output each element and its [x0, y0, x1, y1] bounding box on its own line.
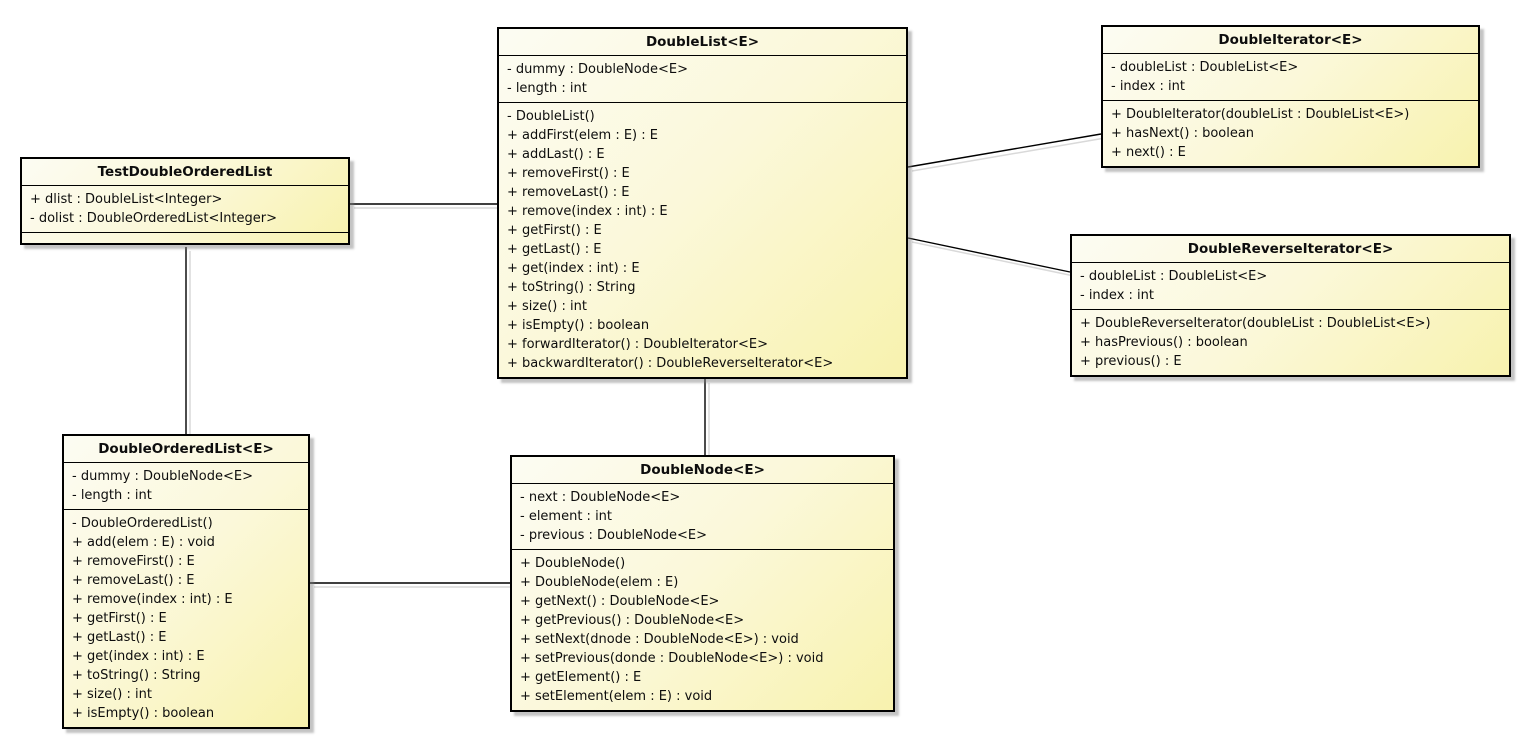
attributes-compartment: - next : DoubleNode<E> - element : int - p… [512, 483, 893, 549]
attributes-compartment: - doubleList : DoubleList<E> - index : in… [1072, 262, 1509, 309]
attribute-row: - doubleList : DoubleList<E> [1111, 60, 1299, 75]
method-row: + DoubleIterator(doubleList : DoubleList… [1111, 107, 1410, 122]
attributes-compartment: - dummy : DoubleNode<E> - length : int [64, 462, 308, 509]
method-row: + backwardIterator() : DoubleReverseIter… [507, 356, 834, 371]
class-title: DoubleNode<E> [640, 462, 765, 478]
class-doublereverseiterator[interactable]: DoubleReverseIterator<E> - doubleList : … [1070, 234, 1511, 377]
method-row: + get(index : int) : E [72, 649, 205, 664]
method-row: + getElement() : E [520, 670, 642, 685]
method-row: + next() : E [1111, 145, 1186, 160]
methods-compartment: + DoubleIterator(doubleList : DoubleList… [1103, 100, 1478, 166]
attribute-row: - index : int [1111, 79, 1185, 94]
method-row: + setElement(elem : E) : void [520, 689, 713, 704]
method-row: + DoubleReverseIterator(doubleList : Dou… [1080, 316, 1431, 331]
class-testdoubleorderedlist[interactable]: TestDoubleOrderedList + dlist : DoubleLi… [20, 157, 350, 245]
attribute-row: + dlist : DoubleList<Integer> [30, 192, 223, 207]
method-row: + size() : int [72, 687, 152, 702]
method-row: + getLast() : E [507, 242, 602, 257]
class-title: DoubleList<E> [645, 34, 760, 50]
attribute-row: - length : int [507, 81, 587, 96]
attribute-row: - previous : DoubleNode<E> [520, 528, 708, 543]
class-title: DoubleIterator<E> [1218, 32, 1363, 48]
method-row: + getFirst() : E [507, 223, 602, 238]
method-row: + add(elem : E) : void [72, 535, 215, 550]
method-row: - DoubleList() [507, 109, 595, 124]
method-row: - DoubleOrderedList() [72, 516, 213, 531]
methods-compartment [22, 232, 348, 243]
attribute-row: - element : int [520, 509, 613, 524]
attribute-row: - dummy : DoubleNode<E> [72, 469, 253, 484]
methods-compartment: + DoubleReverseIterator(doubleList : Dou… [1072, 309, 1509, 375]
class-title: DoubleReverseIterator<E> [1187, 241, 1394, 257]
method-row: + getLast() : E [72, 630, 167, 645]
method-row: + setPrevious(donde : DoubleNode<E>) : v… [520, 651, 824, 666]
class-doublenode[interactable]: DoubleNode<E> - next : DoubleNode<E> - el… [510, 455, 895, 712]
attribute-row: - index : int [1080, 288, 1154, 303]
assoc-doublelist-to-doublereverseiterator [907, 237, 1071, 273]
method-row: + removeFirst() : E [507, 166, 630, 181]
method-row: + setNext(dnode : DoubleNode<E>) : void [520, 632, 799, 647]
method-row: + hasNext() : boolean [1111, 126, 1255, 141]
attributes-compartment: - dummy : DoubleNode<E> - length : int [499, 55, 906, 102]
methods-compartment: - DoubleList() + addFirst(elem : E) : E + … [499, 102, 906, 377]
attribute-row: - doubleList : DoubleList<E> [1080, 269, 1268, 284]
method-row: + toString() : String [507, 280, 636, 295]
method-row: + isEmpty() : boolean [72, 706, 215, 721]
method-row: + isEmpty() : boolean [507, 318, 650, 333]
method-row: + hasPrevious() : boolean [1080, 335, 1248, 350]
class-doublelist[interactable]: DoubleList<E> - dummy : DoubleNode<E> - l… [497, 27, 908, 379]
methods-compartment: - DoubleOrderedList() + add(elem : E) : v… [64, 509, 308, 727]
method-row: + removeLast() : E [72, 573, 195, 588]
method-row: + toString() : String [72, 668, 201, 683]
method-row: + get(index : int) : E [507, 261, 640, 276]
class-doubleorderedlist[interactable]: DoubleOrderedList<E> - dummy : DoubleNod… [62, 434, 310, 729]
method-row: + removeLast() : E [507, 185, 630, 200]
method-row: + addFirst(elem : E) : E [507, 128, 658, 143]
method-row: + previous() : E [1080, 354, 1182, 369]
attributes-compartment: - doubleList : DoubleList<E> - index : in… [1103, 53, 1478, 100]
method-row: + addLast() : E [507, 147, 605, 162]
method-row: + forwardIterator() : DoubleIterator<E> [507, 337, 768, 352]
class-doubleiterator[interactable]: DoubleIterator<E> - doubleList : DoubleL… [1101, 25, 1480, 168]
method-row: + removeFirst() : E [72, 554, 195, 569]
method-row: + size() : int [507, 299, 587, 314]
method-row: + getFirst() : E [72, 611, 167, 626]
method-row: + DoubleNode(elem : E) [520, 575, 679, 590]
association-line-shadows [189, 137, 1106, 588]
attribute-row: - dolist : DoubleOrderedList<Integer> [30, 211, 278, 226]
assoc-doublelist-to-doubleiterator [907, 133, 1102, 168]
method-row: + remove(index : int) : E [507, 204, 668, 219]
class-title: TestDoubleOrderedList [97, 164, 273, 180]
attributes-compartment: + dlist : DoubleList<Integer> - dolist : … [22, 185, 348, 232]
method-row: + getPrevious() : DoubleNode<E> [520, 613, 745, 628]
class-title: DoubleOrderedList<E> [98, 441, 274, 457]
attribute-row: - next : DoubleNode<E> [520, 490, 681, 505]
attribute-row: - length : int [72, 488, 152, 503]
method-row: + DoubleNode() [520, 556, 626, 571]
methods-compartment: + DoubleNode() + DoubleNode(elem : E) + ge… [512, 549, 893, 710]
attribute-row: - dummy : DoubleNode<E> [507, 62, 688, 77]
method-row: + remove(index : int) : E [72, 592, 233, 607]
method-row: + getNext() : DoubleNode<E> [520, 594, 720, 609]
association-line-mains[interactable] [185, 133, 1102, 584]
